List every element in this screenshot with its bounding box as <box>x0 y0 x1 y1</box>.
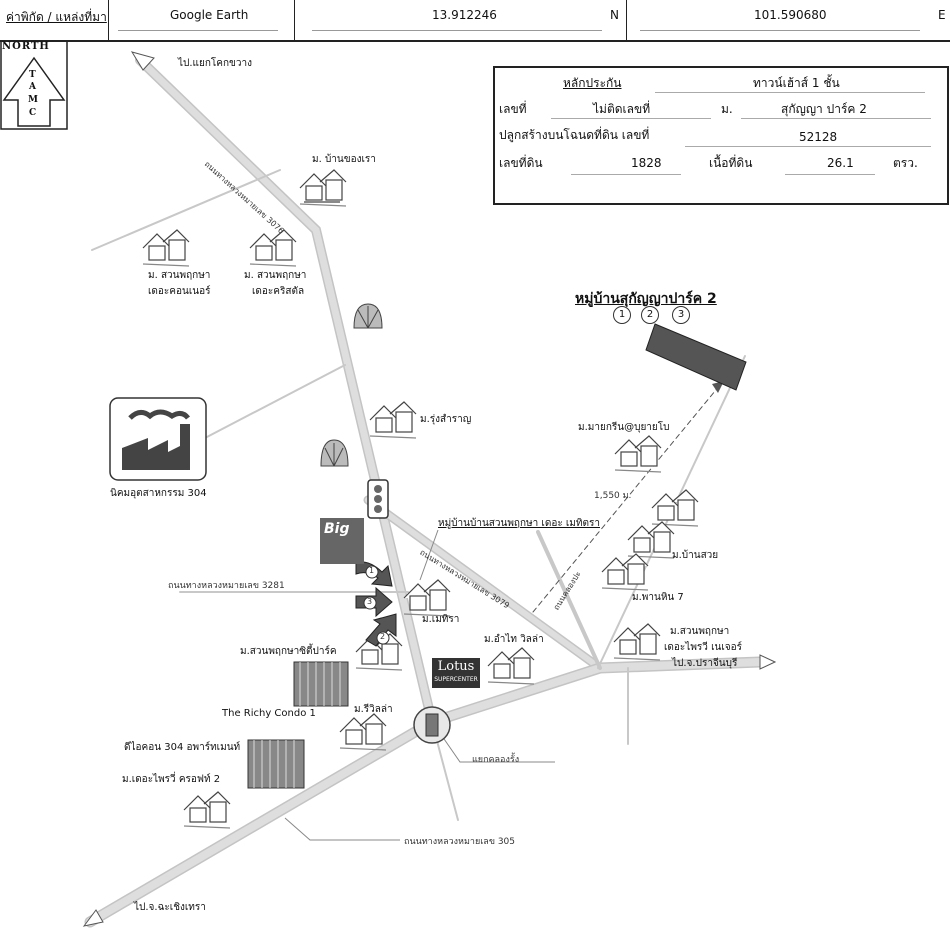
village-value: สุกัญญา ปาร์ค 2 <box>781 102 867 116</box>
factory-icon <box>109 397 207 481</box>
underline <box>785 174 875 175</box>
am-tai-villa-label: ม.อำไท วิลล่า <box>484 634 544 645</box>
project-parcel <box>645 323 747 391</box>
deed-label: ปลูกสร้างบนโฉนดที่ดิน เลขที่ <box>499 128 650 142</box>
road-soi <box>536 530 602 670</box>
distance-line <box>532 384 721 613</box>
compass-letter: A <box>29 82 36 92</box>
road-branch <box>204 364 346 439</box>
underline <box>551 118 711 119</box>
underline <box>571 174 681 175</box>
mettra-label: ม.เมทิรา <box>422 614 460 625</box>
plot-marker: 1 <box>613 306 631 324</box>
condo-building-icon <box>247 739 305 789</box>
arrow-east-icon <box>759 654 777 670</box>
ban-suay-label: ม.บ้านสวย <box>672 550 719 561</box>
coord-label: ค่าพิกัด / แหล่งที่มา <box>6 10 107 24</box>
land-no-label: เลขที่ดิน <box>499 156 543 170</box>
compass-letter: T <box>29 70 36 80</box>
arrow-nw-icon <box>130 51 155 71</box>
rung-samran-label: ม.รุ่งสำราญ <box>420 414 472 425</box>
plot-marker: 2 <box>641 306 659 324</box>
longitude-underline <box>640 30 920 31</box>
plot-marker: 3 <box>672 306 690 324</box>
free-craft-label: ม.เดอะไพรวี่ ครอฟท์ 2 <box>122 774 221 785</box>
number-value: ไม่ติดเลขที่ <box>593 102 651 116</box>
suan-city-park-label: ม.สวนพฤกษาซิตี้ปาร์ค <box>240 646 337 657</box>
arrow-tip-icon <box>712 381 724 393</box>
house-icons <box>142 169 699 829</box>
suan-crystal-label: ม. สวนพฤกษา <box>244 270 307 281</box>
north-label: NORTH <box>2 41 50 52</box>
latitude-dir: N <box>610 8 619 22</box>
longitude-dir: E <box>938 8 946 22</box>
shell-station-icon <box>320 439 349 467</box>
source-underline <box>118 30 278 31</box>
leader-mettra <box>419 529 439 581</box>
leader-intersection <box>441 735 555 763</box>
marker-2-label: 2 <box>380 632 386 641</box>
ri-villa-label: ม.รีวิลล่า <box>354 704 393 715</box>
suan-free-label-2: เดอะไพรวี เนเจอร์ <box>664 642 742 653</box>
property-type: ทาวน์เฮ้าส์ 1 ชั้น <box>753 76 840 90</box>
suan-conner-label: ม. สวนพฤกษา <box>148 270 211 281</box>
property-info-box: หลักประกัน ทาวน์เฮ้าส์ 1 ชั้น เลขที่ ไม่… <box>493 66 949 205</box>
shell-station-icon <box>353 303 383 329</box>
underline <box>741 118 931 119</box>
pan-hin-label: ม.พานหิน 7 <box>632 592 684 603</box>
to-khok-khwang-label: ไป.แยกโคกขวาง <box>178 58 252 69</box>
header-divider <box>626 0 627 40</box>
underline <box>655 92 925 93</box>
village-label: ม. <box>721 102 733 116</box>
richy-condo-label: The Richy Condo 1 <box>222 708 316 719</box>
project-title: หมู่บ้านสุกัญญาปาร์ค 2 <box>575 291 717 307</box>
suan-conner-label-2: เดอะคอนเนอร์ <box>148 286 211 297</box>
header-divider <box>108 0 109 40</box>
distance-label: 1,550 ม. <box>594 491 632 501</box>
suan-free-label: ม.สวนพฤกษา <box>670 626 730 637</box>
condo-building-icon <box>293 661 349 707</box>
land-no-value: 1828 <box>631 156 662 170</box>
marker-1-label: 1 <box>369 566 375 575</box>
arrow-sw-icon <box>82 909 104 927</box>
compass-letter: C <box>29 108 37 118</box>
number-label: เลขที่ <box>499 102 527 116</box>
road-3281-label: ถนนทางหลวงหมายเลข 3281 <box>168 581 285 591</box>
ban-khong-rao-label: ม. บ้านของเรา <box>312 154 376 165</box>
header-divider <box>294 0 295 40</box>
deed-value: 52128 <box>799 130 838 144</box>
north-arrow-icon <box>0 40 68 130</box>
compass-letter: M <box>28 95 38 105</box>
big-c-logo: Big <box>320 518 364 564</box>
suan-crystal-label-2: เดอะคริสตัล <box>252 286 305 297</box>
latitude-underline <box>312 30 602 31</box>
leader-305 <box>284 817 400 841</box>
area-label: เนื้อที่ดิน <box>709 156 753 170</box>
latitude-value: 13.912246 <box>432 8 497 22</box>
lotus-logo: Lotus SUPERCENTER <box>432 658 480 688</box>
road-305-label: ถนนทางหลวงหมายเลข 305 <box>404 837 516 847</box>
suan-mettra-label: หมู่บ้านบ้านสวนพฤกษา เดอะ เมทิตรา <box>438 518 600 529</box>
my-green-label: ม.มายกรีน@บุยายโบ <box>578 422 670 433</box>
to-prachin-label: ไป.จ.ปราจีนบุรี <box>672 658 738 669</box>
to-chachoengsao-label: ไป.จ.ฉะเชิงเทรา <box>134 902 206 913</box>
source-value: Google Earth <box>170 8 249 22</box>
collateral-label: หลักประกัน <box>563 76 622 90</box>
intersection-label: แยกคลองรั้ง <box>472 755 520 765</box>
marker-3-label: 3 <box>367 597 373 606</box>
longitude-value: 101.590680 <box>754 8 827 22</box>
area-unit: ตรว. <box>893 156 918 170</box>
underline <box>685 146 931 147</box>
dcondo-label: ดีไอคอน 304 อพาร์ทเมนท์ <box>124 742 241 753</box>
industrial-estate-label: นิคมอุตสาหกรรม 304 <box>110 488 207 499</box>
header-bar: ค่าพิกัด / แหล่งที่มา Google Earth 13.91… <box>0 0 950 42</box>
road-branch <box>91 169 281 251</box>
area-value: 26.1 <box>827 156 854 170</box>
